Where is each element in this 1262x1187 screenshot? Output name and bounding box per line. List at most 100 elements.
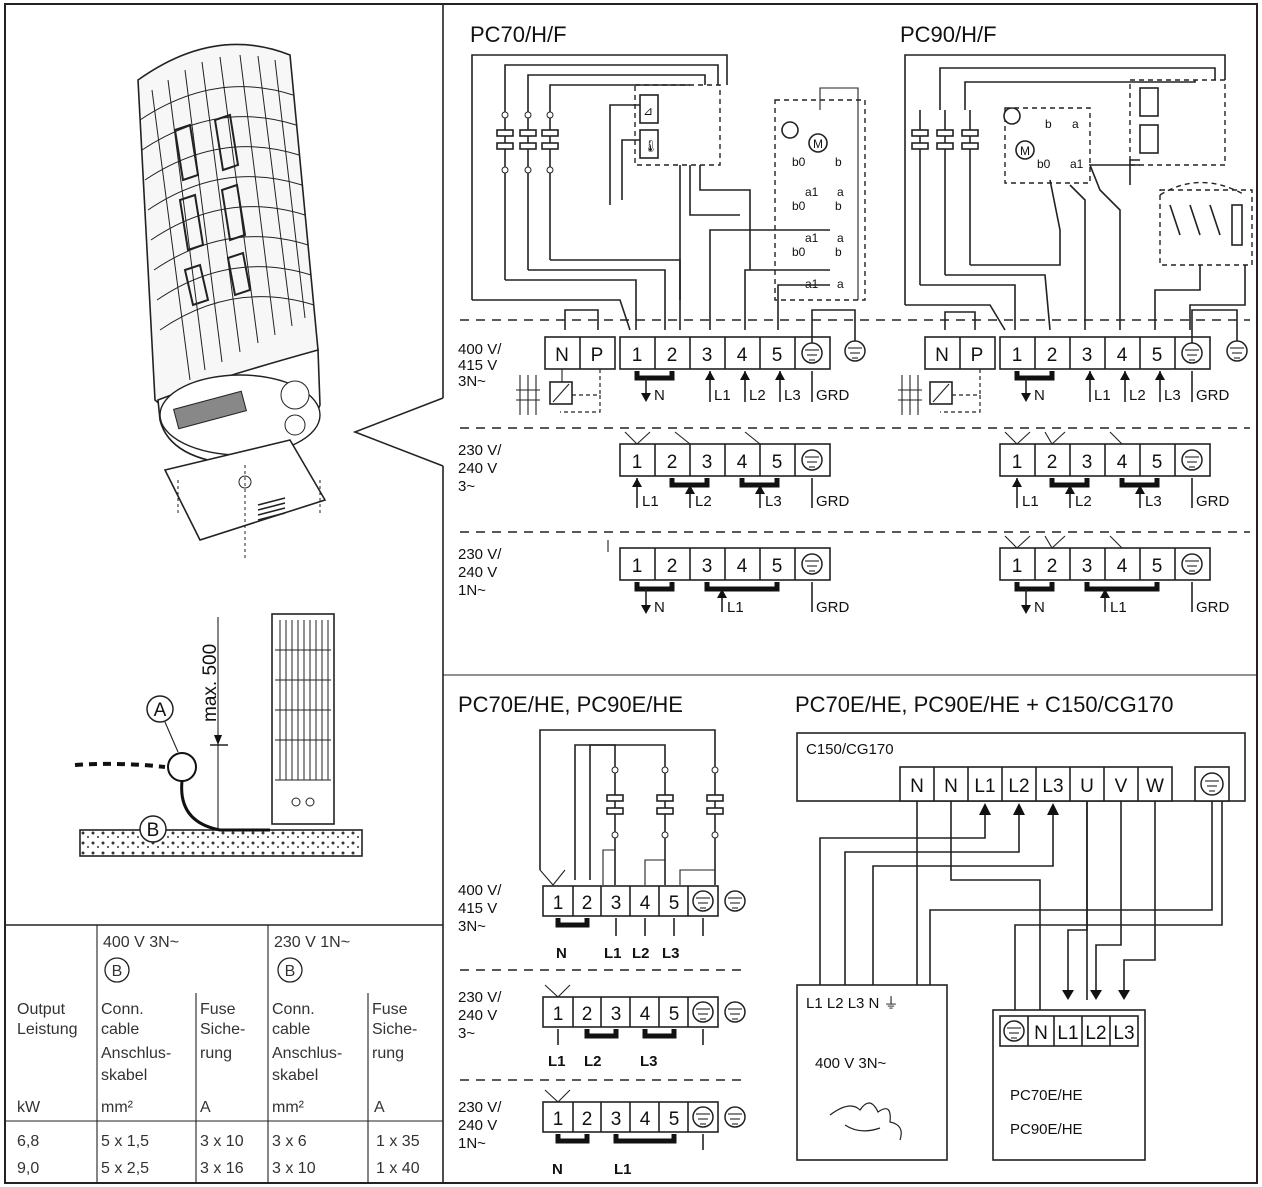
terminal-number: 4 [737,452,748,473]
contact-b: b [1045,117,1052,131]
pc90-terminal-400v: N P 1 2 3 4 5 N L1 L2 L3 GRD [898,309,1248,415]
terminal-number: 2 [582,893,593,914]
control-terminal: V [1115,776,1128,797]
cable-fuse-table: 400 V 3N~ 230 V 1N~ B B Output Leistung … [5,925,443,1183]
unit-mm2: mm² [272,1099,305,1116]
heater-model: PC70E/HE [1010,1087,1083,1104]
label-l2: L2 [632,945,650,962]
terminal-n: N [935,345,949,366]
table-cell: 3 x 6 [272,1133,307,1150]
contact-b0: b0 [792,245,806,259]
pc70-terminal-230v-1: 1 2 3 4 5 N L1 GRD [607,540,850,616]
contact-b0: b0 [792,199,806,213]
header-cable: cable [101,1021,139,1038]
voltage-label-230v-3: 3~ [458,1025,475,1042]
terminal-number: 4 [1117,452,1128,473]
pce-terminal-230v-3: 1 2 3 4 5 L1 L2 L3 [542,984,746,1070]
table-cell: 6,8 [17,1133,39,1150]
label-l1: L1 [714,387,731,404]
label-l3: L3 [640,1053,658,1070]
terminal-number: 2 [667,452,678,473]
cable-marker-b: B [285,963,296,980]
contact-a1: a1 [805,277,819,291]
heater-terminal: L1 [1057,1023,1078,1044]
terminal-number: 5 [772,345,783,366]
contact-a: a [1072,117,1079,131]
contact-a1: a1 [805,231,819,245]
unit-mm2: mm² [101,1099,134,1116]
control-unit: C150/CG170 N N L1 L2 L3 U V W [796,732,1246,802]
contact-a1: a1 [1070,157,1084,171]
terminal-number: 2 [667,345,678,366]
pce-title: PC70E/HE, PC90E/HE [458,692,683,717]
supply-box: L1 L2 L3 N ⏚ 400 V 3N~ [796,984,948,1161]
terminal-number: 4 [1117,556,1128,577]
terminal-number: 2 [1047,345,1058,366]
label-n: N [556,945,567,962]
group-230v: 230 V 1N~ [274,934,350,951]
label-grd: GRD [816,387,850,404]
terminal-number: 3 [702,556,713,577]
supply-terminals-label: L1 L2 L3 N ⏚ [806,995,899,1012]
label-l1: L1 [604,945,622,962]
table-cell: 9,0 [17,1160,39,1177]
voltage-label-230v-1: 1N~ [458,1135,486,1152]
voltage-label-230v-1: 240 V [458,1117,497,1134]
label-l1: L1 [727,599,744,616]
contact-a1: a1 [805,185,819,199]
label-l1: L1 [548,1053,566,1070]
header-fuse: Fuse [372,1001,408,1018]
terminal-number: 3 [1082,452,1093,473]
voltage-labels: 400 V/ 415 V 3N~ 230 V/ 240 V 3~ 230 V/ … [458,341,502,599]
label-n: N [552,1161,563,1178]
label-n: N [654,387,665,404]
pce-c150-title: PC70E/HE, PC90E/HE + C150/CG170 [795,692,1173,717]
voltage-label-400v: 400 V/ [458,882,502,899]
terminal-number: 5 [669,1004,680,1025]
svg-text:🌡: 🌡 [643,139,658,153]
terminal-number: 1 [632,556,643,577]
label-l2: L2 [695,493,712,510]
unit-kw: kW [17,1099,41,1116]
label-l2: L2 [1129,387,1146,404]
contact-b: b [835,245,842,259]
terminal-p: P [971,345,984,366]
contact-b: b [835,155,842,169]
heater-tower [271,613,335,825]
control-terminal: U [1080,776,1094,797]
voltage-label-230v-3: 240 V [458,460,497,477]
terminal-number: 4 [640,1109,651,1130]
marker-a: A [154,700,167,721]
header-cable: Anschlus- [272,1045,342,1062]
header-cable: Conn. [272,1001,315,1018]
table-cell: 1 x 40 [376,1160,420,1177]
table-cell: 5 x 2,5 [101,1160,149,1177]
control-terminal: N [910,776,924,797]
control-terminal: N [944,776,958,797]
label-l2: L2 [1075,493,1092,510]
pce-terminal-400v: 1 2 3 4 5 N L1 L2 L3 [542,885,746,962]
terminal-number: 4 [640,1004,651,1025]
voltage-label-230v-3: 230 V/ [458,989,502,1006]
voltage-label-230v-3: 240 V [458,1007,497,1024]
header-cable: skabel [272,1067,318,1084]
terminal-number: 3 [611,893,622,914]
terminal-number: 3 [611,1109,622,1130]
heater-terminal: L3 [1113,1023,1134,1044]
terminal-number: 3 [1082,345,1093,366]
terminal-number: 4 [640,893,651,914]
contact-b0: b0 [1037,157,1051,171]
control-terminal: L1 [974,776,995,797]
label-l1: L1 [614,1161,632,1178]
heater-terminal: L2 [1085,1023,1106,1044]
terminal-number: 3 [611,1004,622,1025]
header-cable: Conn. [101,1001,144,1018]
label-l3: L3 [662,945,680,962]
label-l1: L1 [642,493,659,510]
max-distance-label: max. 500 [200,644,221,722]
header-fuse: rung [200,1045,232,1062]
label-l3: L3 [765,493,782,510]
terminal-number: 1 [632,452,643,473]
